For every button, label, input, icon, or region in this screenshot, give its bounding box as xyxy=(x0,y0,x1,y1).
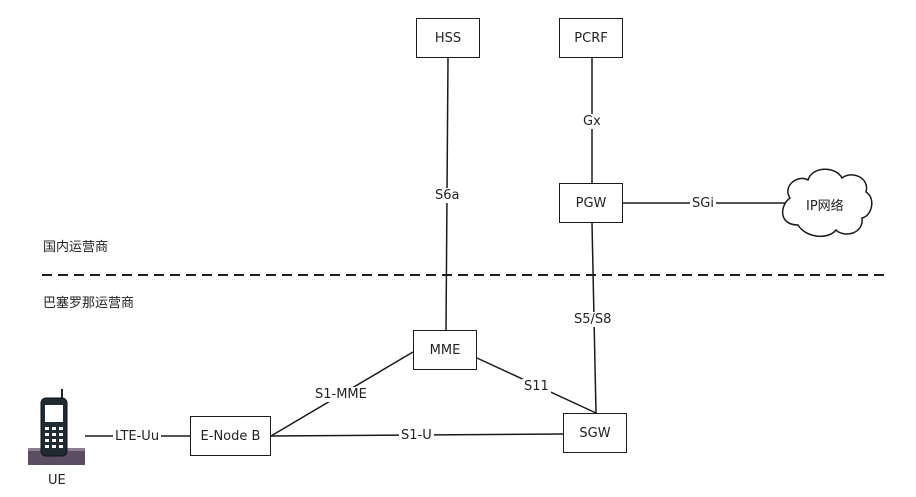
ue-label: UE xyxy=(48,473,66,488)
enodeb-label: E-Node B xyxy=(200,428,261,444)
s1u-label: S1-U xyxy=(399,428,434,443)
sgw-node: SGW xyxy=(563,413,627,453)
s6a-label: S6a xyxy=(433,188,462,203)
phone-icon xyxy=(28,389,85,465)
hss-node: HSS xyxy=(416,18,480,58)
pcrf-label: PCRF xyxy=(574,30,608,46)
hss-label: HSS xyxy=(434,30,462,46)
gx-label: Gx xyxy=(581,114,603,129)
mme-label: MME xyxy=(429,342,461,358)
lte-uu-label: LTE-Uu xyxy=(113,429,162,444)
sgw-label: SGW xyxy=(579,425,611,441)
mme-node: MME xyxy=(413,330,477,370)
s1mme-label: S1-MME xyxy=(313,387,369,402)
cloud-icon xyxy=(782,168,873,237)
barcelona-operator-label: 巴塞罗那运营商 xyxy=(43,296,135,311)
enodeb-node: E-Node B xyxy=(190,416,271,456)
pcrf-node: PCRF xyxy=(559,18,623,58)
pgw-label: PGW xyxy=(575,195,607,211)
pgw-node: PGW xyxy=(559,183,623,223)
domestic-operator-label: 国内运营商 xyxy=(43,240,109,255)
ip-network-label: IP网络 xyxy=(806,199,844,214)
sgi-label: SGi xyxy=(690,196,716,211)
s5s8-label: S5/S8 xyxy=(572,312,614,327)
s11-label: S11 xyxy=(522,379,551,394)
